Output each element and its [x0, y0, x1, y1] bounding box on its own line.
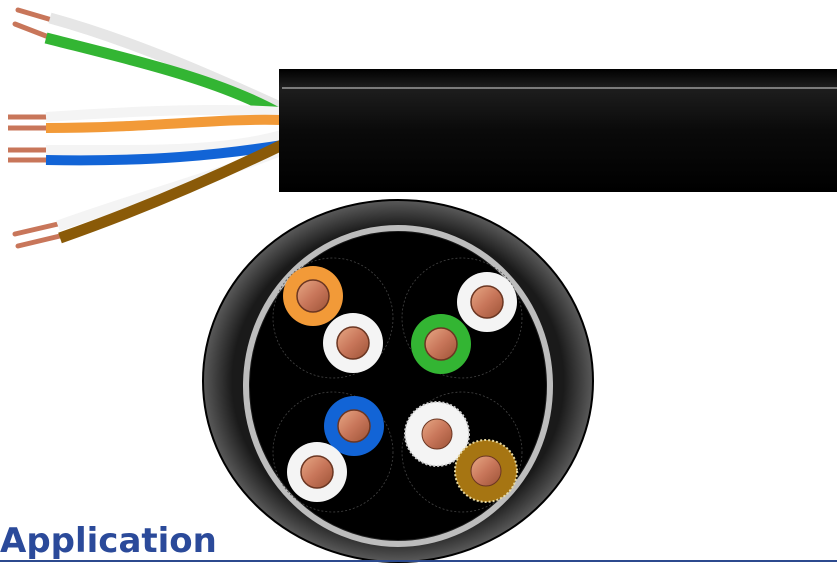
orange-wire	[45, 114, 283, 133]
white-brown-wire	[45, 130, 284, 156]
blue-wire	[45, 140, 283, 166]
orange-pair	[283, 266, 383, 373]
copper-tip	[15, 7, 55, 23]
copper-core	[296, 279, 330, 313]
pair-boundary	[272, 257, 394, 379]
copper-tip	[12, 21, 49, 39]
bottom-rule	[0, 560, 837, 562]
blue-pair	[287, 396, 384, 502]
green-wire	[44, 32, 285, 120]
brown-pair	[404, 401, 518, 503]
white-blue-wire	[45, 104, 283, 122]
green-pair	[411, 272, 517, 374]
copper-core	[337, 409, 371, 443]
section-heading: Application	[0, 521, 217, 561]
copper-core	[336, 326, 370, 360]
copper-tips	[8, 7, 63, 249]
copper-core	[421, 418, 453, 450]
copper-core	[300, 455, 334, 489]
copper-core	[470, 455, 502, 487]
copper-core	[470, 285, 504, 319]
copper-tip	[15, 233, 63, 249]
brown-wire	[58, 140, 285, 244]
pair-boundary	[401, 257, 523, 379]
pair-boundary	[401, 391, 523, 513]
cable-cross-section	[202, 199, 594, 563]
cable-conductors	[44, 12, 285, 244]
pair-boundary	[272, 391, 394, 513]
cable-jacket	[279, 69, 837, 192]
copper-tip	[12, 221, 61, 237]
copper-core	[424, 327, 458, 361]
inner-ring	[243, 225, 553, 547]
